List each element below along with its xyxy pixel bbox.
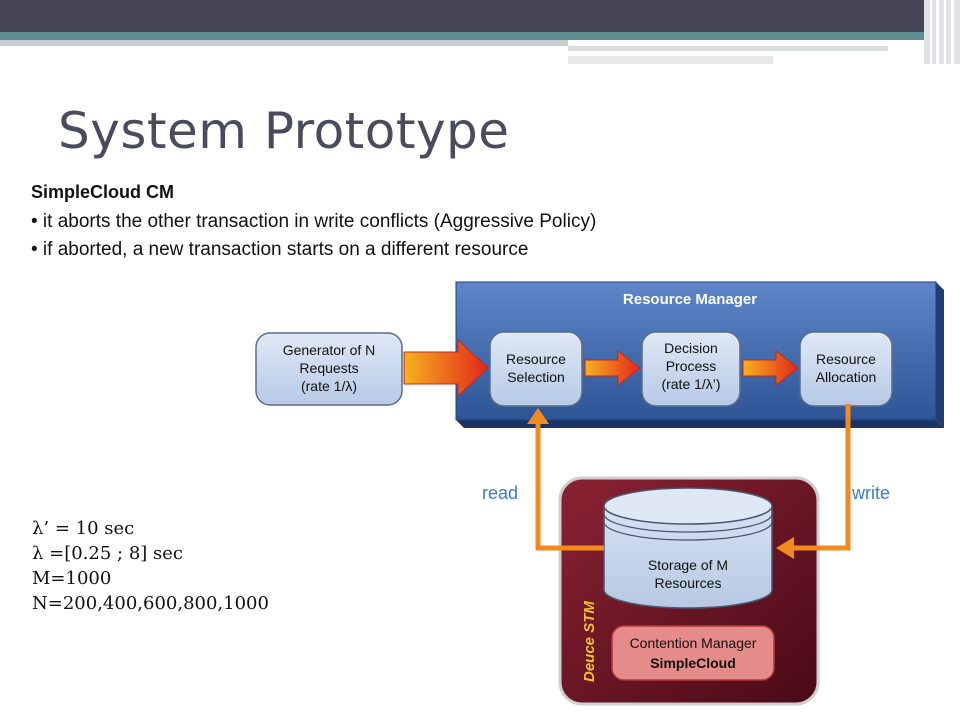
bullet-item: • it aborts the other transaction in wri… (31, 211, 597, 232)
top-stripe (0, 32, 960, 40)
cm-heading: SimpleCloud CM (31, 182, 174, 202)
resource-selection-label-line2: Selection (507, 369, 565, 385)
top-bar (0, 0, 960, 32)
write-arrow-icon (776, 404, 851, 559)
top-gray-line (568, 46, 888, 51)
top-gray-band (0, 40, 568, 46)
request-arrow-icon (403, 338, 489, 398)
storage-label-line2: Resources (655, 575, 722, 591)
resource-selection-label-line1: Resource (506, 351, 566, 367)
read-label: read (482, 483, 518, 503)
resource-allocation-label-line2: Allocation (816, 369, 877, 385)
generator-label-line1: Generator of N (283, 342, 376, 358)
param-lambda: λ =[0.25 ; 8] sec (32, 543, 183, 564)
param-m: M=1000 (32, 568, 112, 589)
generator-label-line3: (rate 1/λ) (301, 378, 357, 394)
resource-allocation-label-line1: Resource (816, 351, 876, 367)
contention-manager-label: Contention Manager (630, 635, 757, 651)
decision-label-line2: Process (666, 358, 717, 374)
slide-title: System Prototype (58, 102, 510, 160)
deuce-stm-label: Deuce STM (581, 601, 598, 682)
decision-process-node (641, 331, 741, 407)
param-lambda-prime: λ’ = 10 sec (32, 518, 135, 539)
contention-manager-node (611, 625, 775, 681)
top-gray-line-2 (568, 56, 773, 64)
corner-decoration (924, 0, 960, 64)
resource-manager-label: Resource Manager (623, 291, 757, 308)
decision-label-line3: (rate 1/λ’) (661, 376, 720, 392)
param-n: N=200,400,600,800,1000 (32, 593, 269, 614)
flow-arrow-icon (584, 349, 641, 387)
generator-node (255, 332, 403, 406)
contention-manager-name: SimpleCloud (650, 655, 736, 671)
flow-arrow-icon (742, 349, 799, 387)
generator-label-line2: Requests (299, 360, 358, 376)
storage-cylinder-icon (603, 487, 773, 609)
bullet-item: • if aborted, a new transaction starts o… (31, 239, 529, 260)
read-arrow-icon (527, 408, 604, 551)
parameter-list: λ’ = 10 sec λ =[0.25 ; 8] sec M=1000 N=2… (32, 516, 269, 616)
write-label: write (851, 483, 890, 503)
decision-label-line1: Decision (664, 340, 718, 356)
resource-selection-node (489, 331, 583, 407)
storage-label-line1: Storage of M (648, 557, 728, 573)
